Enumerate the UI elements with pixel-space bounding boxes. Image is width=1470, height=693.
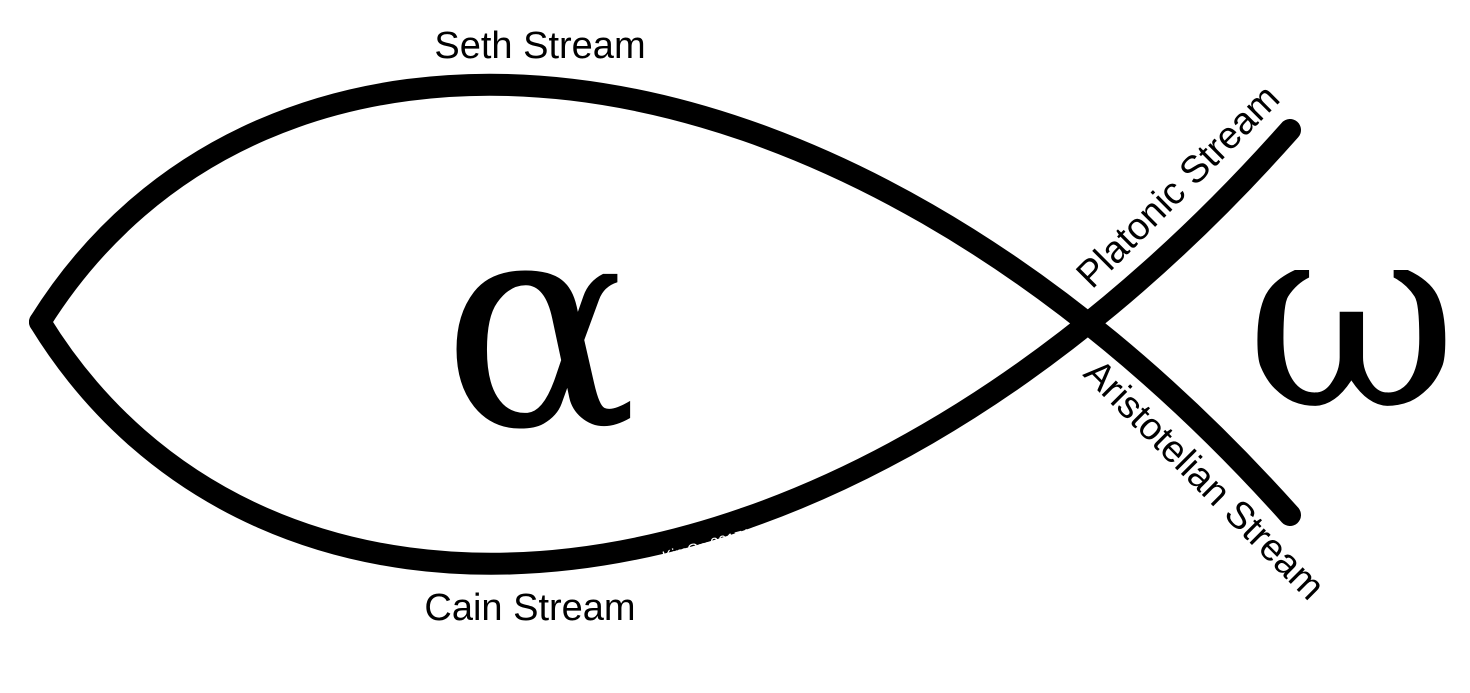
seth-stream-label: Seth Stream [434, 25, 645, 67]
top-arc-seth-stream [29, 73, 1301, 526]
omega-symbol: ω [1246, 165, 1458, 467]
alpha-symbol: α [442, 157, 638, 494]
bottom-arc-cain-stream [29, 119, 1301, 575]
cain-stream-label: Cain Stream [424, 587, 635, 629]
